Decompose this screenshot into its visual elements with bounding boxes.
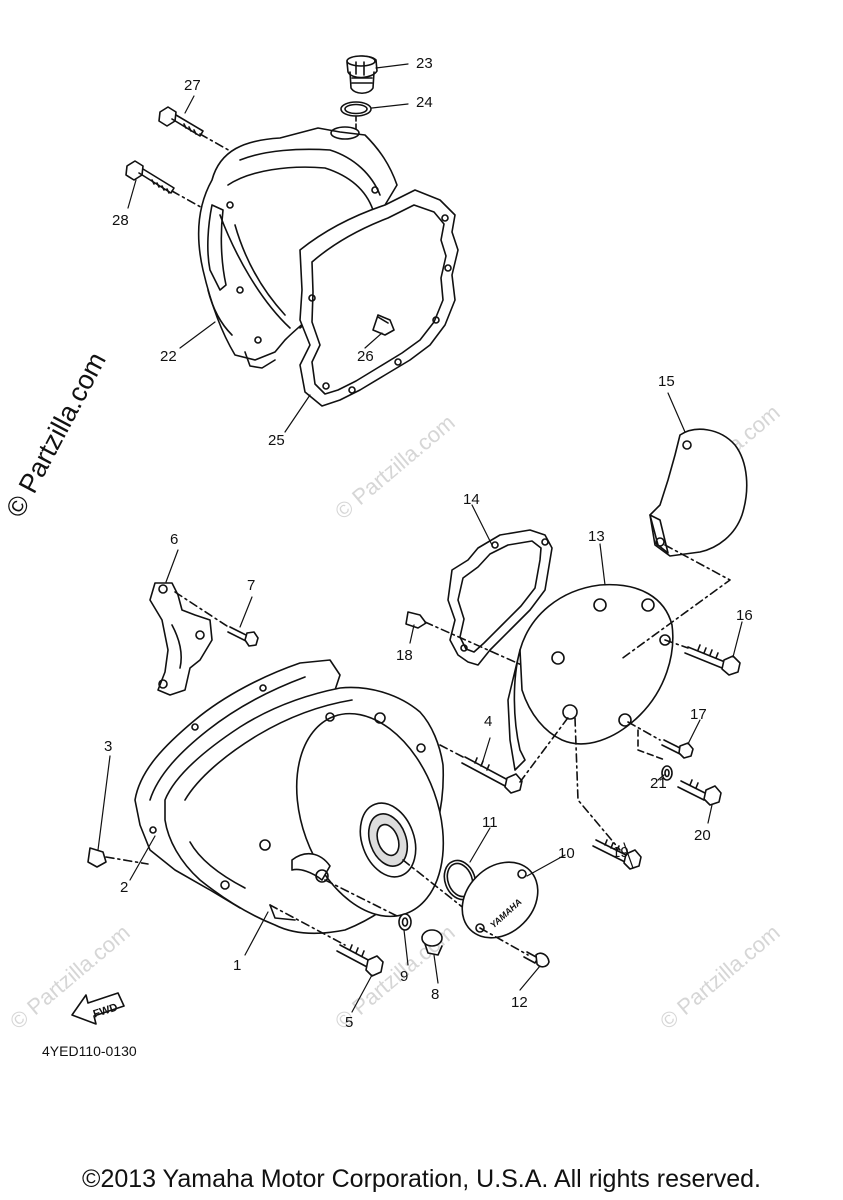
bracket-part-6 bbox=[149, 582, 213, 696]
dowel-part-3 bbox=[87, 847, 149, 868]
gasket-part-14 bbox=[447, 529, 553, 666]
callout-2: 2 bbox=[120, 879, 129, 896]
callout-12: 12 bbox=[511, 994, 528, 1011]
callout-20: 20 bbox=[694, 827, 711, 844]
callout-4: 4 bbox=[484, 713, 493, 730]
bolt-part-5 bbox=[336, 944, 384, 977]
callout-27: 27 bbox=[184, 77, 201, 94]
crankcase-cover-part-1 bbox=[164, 686, 445, 935]
diagram-code: 4YED110-0130 bbox=[42, 1043, 137, 1059]
fwd-arrow-icon: FWD bbox=[71, 992, 125, 1025]
cover-plate-part-10: YAMAHA bbox=[461, 861, 539, 939]
leader-lines bbox=[97, 63, 743, 1013]
bolt-part-27 bbox=[158, 106, 204, 137]
washer-part-9 bbox=[398, 913, 412, 931]
exploded-view-drawing: YAMAHA FWD bbox=[71, 55, 748, 1025]
callout-13: 13 bbox=[588, 528, 605, 545]
callout-22: 22 bbox=[160, 348, 177, 365]
callout-26: 26 bbox=[357, 348, 374, 365]
callout-3: 3 bbox=[104, 738, 113, 755]
callout-14: 14 bbox=[463, 491, 480, 508]
callout-8: 8 bbox=[431, 986, 440, 1003]
callout-19: 19 bbox=[612, 844, 629, 861]
bolt-part-16 bbox=[684, 644, 741, 676]
cover-part-13 bbox=[507, 583, 674, 771]
callout-5: 5 bbox=[345, 1014, 354, 1031]
callout-11: 11 bbox=[482, 814, 498, 831]
callout-17: 17 bbox=[690, 706, 707, 723]
dowel-pin-part-26 bbox=[372, 314, 395, 336]
callout-18: 18 bbox=[396, 647, 413, 664]
callout-6: 6 bbox=[170, 531, 179, 548]
plug-part-8 bbox=[421, 929, 443, 956]
copyright-notice: ©2013 Yamaha Motor Corporation, U.S.A. A… bbox=[82, 1165, 761, 1193]
bolt-part-7 bbox=[227, 626, 259, 647]
callout-9: 9 bbox=[400, 968, 409, 985]
screw-part-12 bbox=[523, 951, 550, 968]
callout-24: 24 bbox=[416, 94, 433, 111]
callout-1: 1 bbox=[233, 957, 242, 974]
washer-part-21 bbox=[661, 765, 673, 781]
callout-28: 28 bbox=[112, 212, 129, 229]
callout-7: 7 bbox=[247, 577, 256, 594]
bolt-part-19 bbox=[592, 839, 642, 870]
dowel-part-18 bbox=[405, 611, 427, 629]
crankcase-cover-part-22 bbox=[197, 126, 398, 369]
callout-21: 21 bbox=[650, 775, 667, 792]
guard-part-15 bbox=[649, 428, 748, 557]
callout-25: 25 bbox=[268, 432, 285, 449]
callout-16: 16 bbox=[736, 607, 753, 624]
bolt-part-20 bbox=[677, 779, 722, 806]
oil-filler-cap-part-23 bbox=[346, 55, 378, 95]
gasket-part-25 bbox=[299, 189, 459, 407]
callout-23: 23 bbox=[416, 55, 433, 72]
callout-15: 15 bbox=[658, 373, 675, 390]
callout-10: 10 bbox=[558, 845, 575, 862]
